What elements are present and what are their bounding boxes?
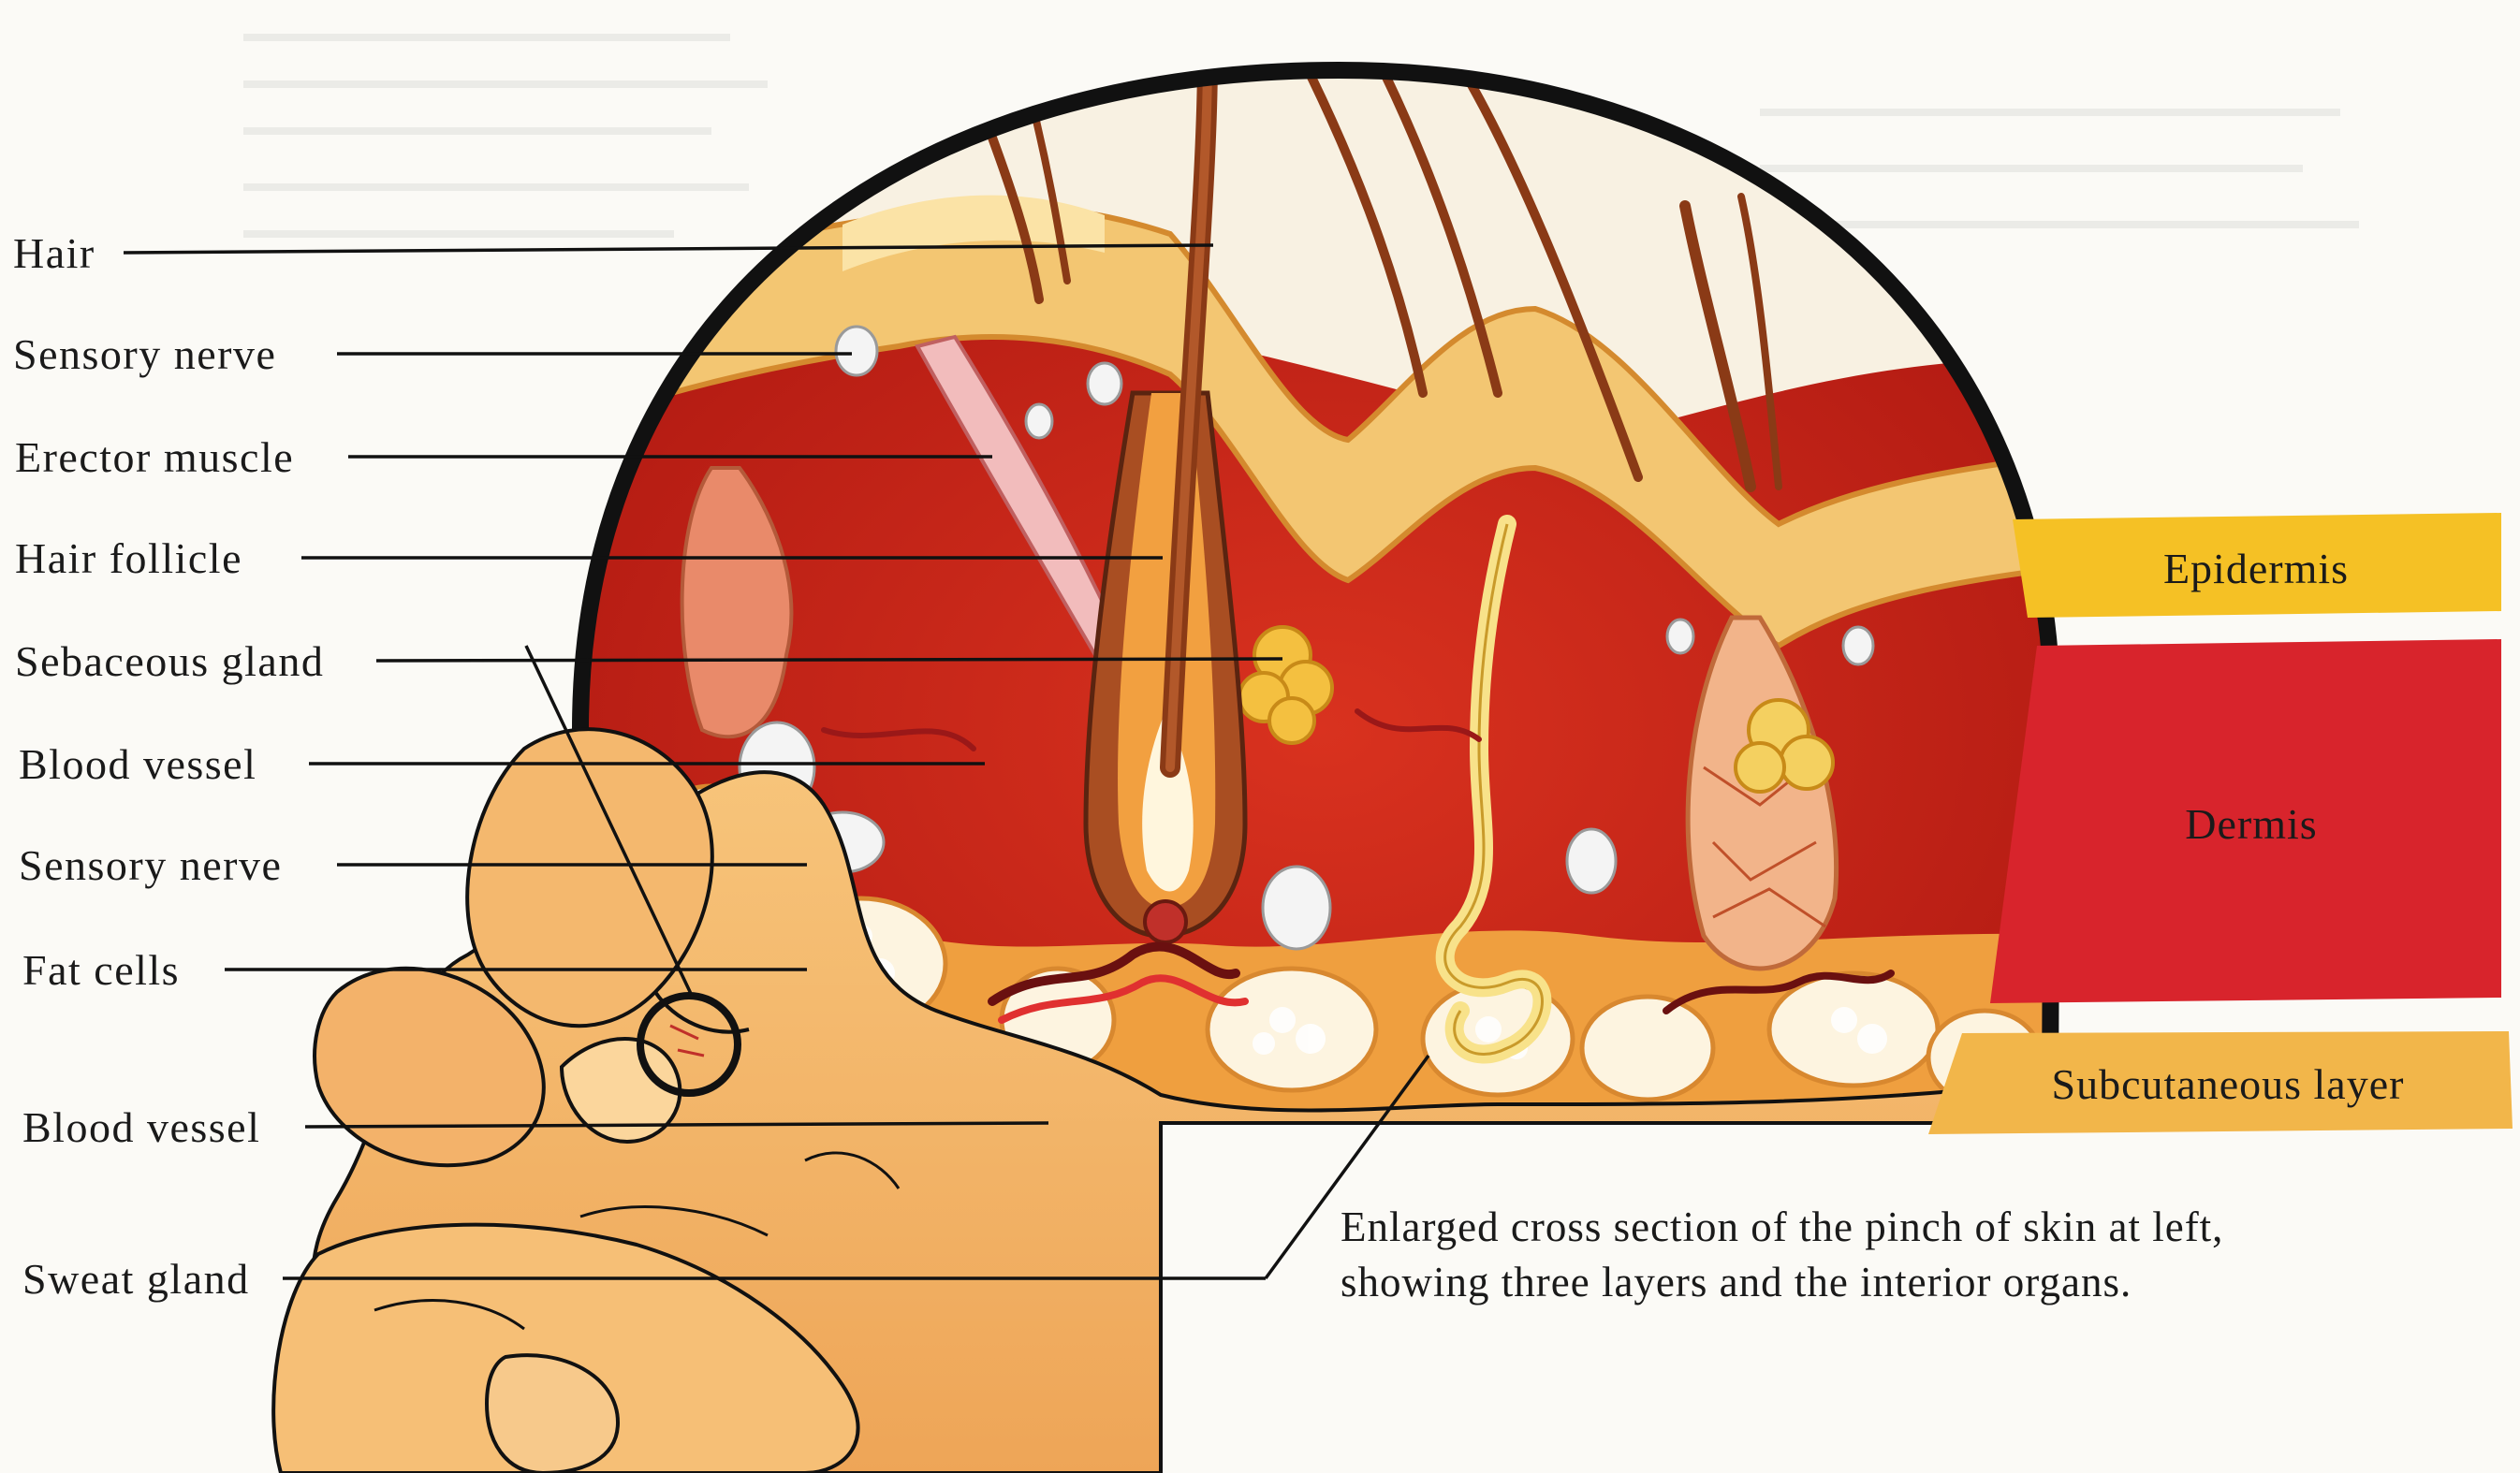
epidermis-label: Epidermis <box>2022 524 2490 613</box>
label-erector-muscle: Erector muscle <box>15 436 294 479</box>
dermis-label: Dermis <box>2003 646 2499 1001</box>
label-fat-cells: Fat cells <box>22 949 180 992</box>
label-blood-vessel-top: Blood vessel <box>19 743 256 786</box>
label-sensory-nerve-bottom: Sensory nerve <box>19 844 282 887</box>
label-blood-vessel-bottom: Blood vessel <box>22 1106 260 1149</box>
subcutaneous-layer-label: Subcutaneous layer <box>1947 1037 2509 1130</box>
label-hair: Hair <box>13 232 95 275</box>
label-sebaceous-gland: Sebaceous gland <box>15 640 324 683</box>
label-sweat-gland: Sweat gland <box>22 1258 250 1301</box>
label-sensory-nerve-top: Sensory nerve <box>13 333 276 376</box>
figure-caption: Enlarged cross section of the pinch of s… <box>1341 1200 2370 1311</box>
label-hair-follicle: Hair follicle <box>15 537 242 580</box>
